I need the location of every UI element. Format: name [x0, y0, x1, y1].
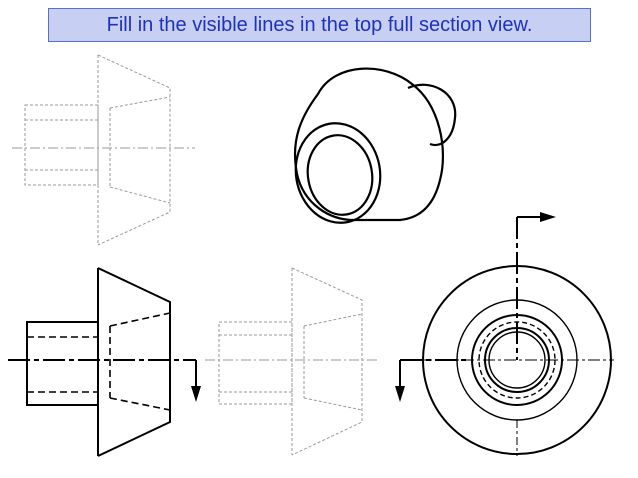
front-view [8, 267, 201, 457]
side-view-blank [205, 267, 380, 456]
top-shaft-outline [24, 104, 99, 186]
side-inner-taper-lower [303, 397, 363, 411]
instruction-text: Fill in the visible lines in the top ful… [106, 13, 533, 36]
right-circular-view [395, 212, 614, 456]
iso-front-bore [306, 134, 374, 216]
top-section-view-blank [12, 54, 195, 246]
side-taper-outline [291, 267, 363, 456]
side-shaft-outline [218, 321, 293, 405]
isometric-pictorial [293, 67, 457, 224]
front-arrowhead [191, 386, 201, 402]
top-taper-outline [97, 54, 171, 246]
side-inner-taper-upper [303, 313, 363, 327]
front-taper-outline [97, 267, 171, 457]
iso-front-outer-ring [294, 122, 382, 224]
iso-rear-hub [407, 83, 457, 147]
top-inner-taper-upper [109, 96, 171, 109]
top-inner-taper-lower [109, 186, 171, 204]
right-top-arrowhead [540, 212, 556, 222]
right-left-arrowhead [395, 386, 405, 402]
front-hidden-taper-lower [109, 397, 171, 411]
front-hidden-taper-upper [109, 312, 171, 327]
front-shaft-outline [26, 321, 98, 406]
instruction-banner: Fill in the visible lines in the top ful… [48, 8, 591, 42]
